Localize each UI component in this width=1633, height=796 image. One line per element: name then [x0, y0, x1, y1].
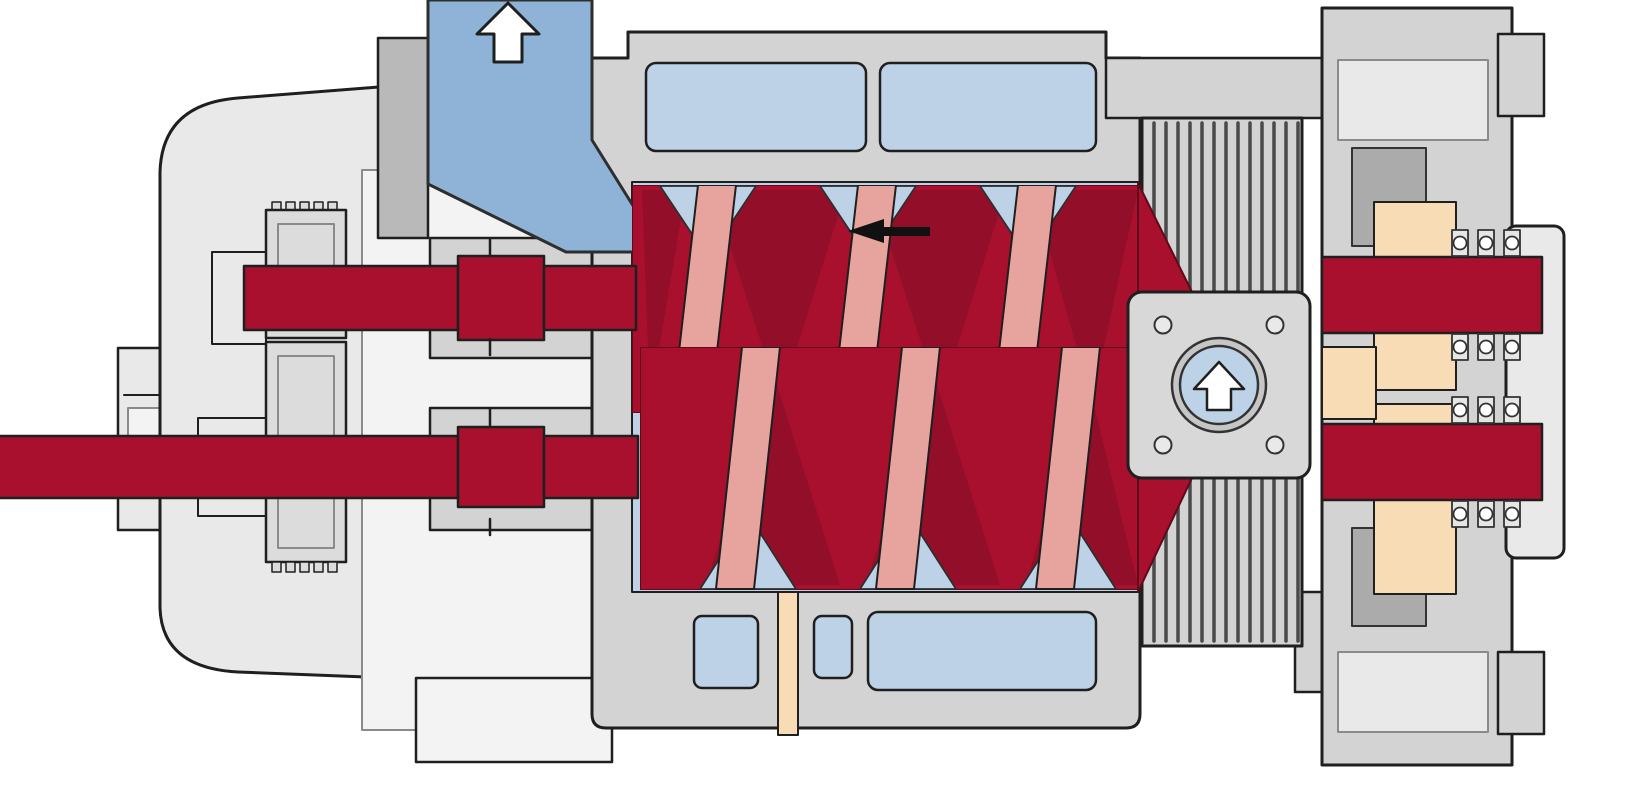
bolt-hole	[1265, 315, 1285, 335]
shaft-end-top	[1320, 255, 1544, 335]
screw-root	[875, 347, 941, 590]
discharge-arrow-icon	[475, 1, 541, 64]
discharge-port-wall	[376, 36, 430, 240]
screw-root	[715, 347, 781, 590]
casing-jacket-window-bottom-mid	[812, 614, 854, 680]
casing-neck-top	[1104, 56, 1324, 120]
housing-step-bottom	[1496, 650, 1546, 736]
casing-jacket-window-top-left	[644, 61, 868, 153]
casing-jacket-window-bottom-left	[692, 614, 760, 690]
bolt-hole	[1153, 315, 1173, 335]
bolt-hole	[1153, 435, 1173, 455]
bolt-hole	[1265, 435, 1285, 455]
bearing-housing	[1320, 6, 1566, 767]
suction-flange	[1126, 290, 1312, 480]
screw-root	[1035, 347, 1101, 590]
drive-shaft-top-left	[242, 254, 638, 342]
flow-direction-arrow-icon	[848, 219, 930, 243]
drive-shaft-bottom-left	[0, 425, 640, 509]
drain-channel	[777, 587, 799, 736]
suction-arrow-icon	[1192, 360, 1246, 412]
oil-sump-extension	[414, 676, 614, 764]
housing-step-top	[1496, 32, 1546, 118]
ball-bearings	[1451, 229, 1521, 528]
bearing-spacer	[1321, 346, 1377, 420]
shaft-end-bottom	[1320, 422, 1544, 502]
casing-jacket-window-bottom-right	[866, 610, 1098, 692]
screw-rotor-bottom	[640, 347, 1138, 590]
casing-jacket-window-top-right	[878, 61, 1098, 153]
